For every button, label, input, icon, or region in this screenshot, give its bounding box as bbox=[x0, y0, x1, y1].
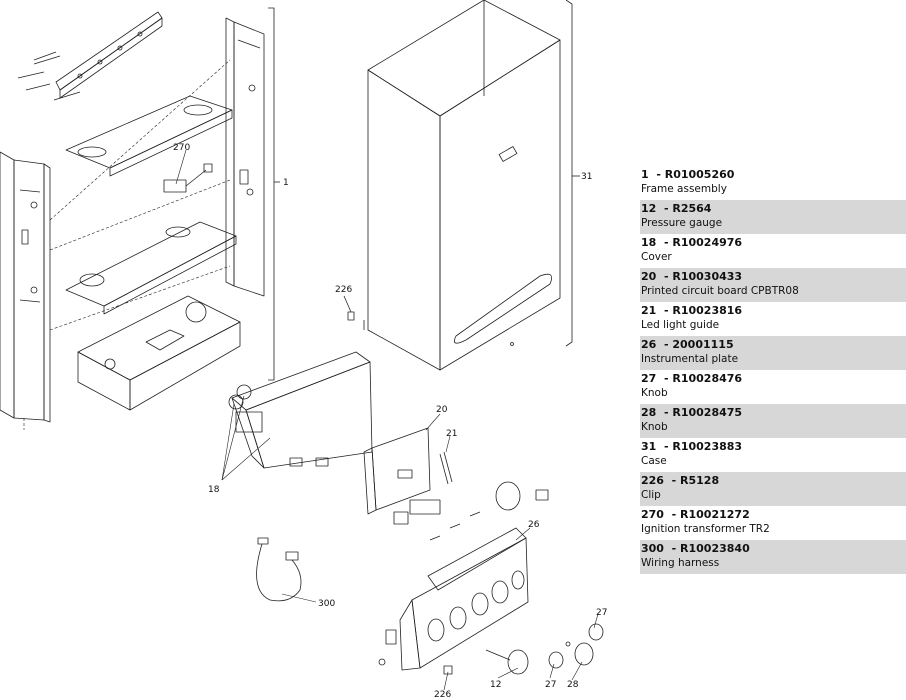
case-bracket bbox=[565, 0, 580, 347]
callout-226-upper: 226 bbox=[335, 285, 352, 295]
callout-27-right: 27 bbox=[596, 608, 607, 618]
part-code: 28 - R10028475 bbox=[641, 406, 743, 419]
part-row: 31 - R10023883 Case bbox=[640, 438, 906, 472]
part-code: 27 - R10028476 bbox=[641, 372, 743, 385]
part-row: 270 - R10021272 Ignition transformer TR2 bbox=[640, 506, 906, 540]
upper-cross-beam bbox=[65, 95, 233, 177]
part-row: 26 - 20001115 Instrumental plate bbox=[640, 336, 906, 370]
part-name: Pressure gauge bbox=[641, 217, 723, 229]
part-name: Knob bbox=[641, 421, 668, 433]
part-code: 26 - 20001115 bbox=[641, 338, 734, 351]
part-row: 20 - R10030433 Printed circuit board CPB… bbox=[640, 268, 906, 302]
mounting-bracket bbox=[55, 11, 163, 99]
part-name: Instrumental plate bbox=[641, 353, 739, 365]
callout-270: 270 bbox=[173, 143, 190, 153]
frame-leader-lines bbox=[23, 59, 231, 430]
part-name: Frame assembly bbox=[641, 183, 727, 195]
part-row: 12 - R2564 Pressure gauge bbox=[640, 200, 906, 234]
led-light-guide bbox=[439, 451, 453, 485]
part-row: 21 - R10023816 Led light guide bbox=[640, 302, 906, 336]
part-name: Wiring harness bbox=[641, 557, 720, 569]
part-name: Cover bbox=[641, 251, 672, 263]
frame-bracket bbox=[268, 7, 280, 381]
part-code: 31 - R10023883 bbox=[641, 440, 743, 453]
callout-20: 20 bbox=[436, 405, 448, 415]
callout-1: 1 bbox=[283, 178, 289, 188]
instrumental-plate bbox=[385, 527, 529, 671]
part-row: 1 - R01005260 Frame assembly bbox=[640, 166, 906, 200]
part-name: Clip bbox=[641, 489, 661, 501]
callout-300: 300 bbox=[318, 599, 335, 609]
callout-18: 18 bbox=[208, 485, 220, 495]
printed-circuit-board bbox=[363, 427, 431, 515]
right-frame-rail bbox=[225, 17, 265, 297]
part-row: 300 - R10023840 Wiring harness bbox=[640, 540, 906, 574]
front-knobs bbox=[485, 623, 604, 675]
lower-cross-beam bbox=[65, 221, 237, 315]
callout-26: 26 bbox=[528, 520, 540, 530]
part-code: 21 - R10023816 bbox=[641, 304, 743, 317]
bottom-frame-plate bbox=[77, 295, 241, 411]
callout-21: 21 bbox=[446, 429, 457, 439]
part-row: 226 - R5128 Clip bbox=[640, 472, 906, 506]
part-name: Case bbox=[641, 455, 667, 467]
part-code: 300 - R10023840 bbox=[641, 542, 750, 555]
clip-lower bbox=[378, 658, 453, 675]
part-code: 226 - R5128 bbox=[641, 474, 720, 487]
callout-226-lower: 226 bbox=[434, 690, 451, 700]
wiring-harness bbox=[256, 537, 302, 602]
cover-knobs bbox=[228, 384, 252, 410]
part-code: 1 - R01005260 bbox=[641, 168, 735, 181]
part-name: Ignition transformer TR2 bbox=[641, 523, 770, 535]
part-row: 18 - R10024976 Cover bbox=[640, 234, 906, 268]
side-round-cover bbox=[495, 481, 549, 511]
exploded-parts-diagram: 1 31 270 226 20 21 18 26 300 27 12 27 28… bbox=[0, 0, 607, 700]
part-name: Led light guide bbox=[641, 319, 720, 331]
left-side-rail bbox=[0, 151, 51, 423]
part-code: 12 - R2564 bbox=[641, 202, 712, 215]
callout-leaders bbox=[175, 149, 599, 691]
wall-plugs bbox=[17, 51, 81, 101]
callout-27-bottom: 27 bbox=[545, 680, 556, 690]
control-box-cover bbox=[231, 351, 373, 469]
part-code: 270 - R10021272 bbox=[641, 508, 750, 521]
part-row: 28 - R10028475 Knob bbox=[640, 404, 906, 438]
part-code: 20 - R10030433 bbox=[641, 270, 743, 283]
callout-31: 31 bbox=[581, 172, 592, 182]
part-name: Printed circuit board CPBTR08 bbox=[641, 285, 799, 297]
parts-list: 1 - R01005260 Frame assembly 12 - R2564 … bbox=[640, 166, 906, 574]
part-code: 18 - R10024976 bbox=[641, 236, 743, 249]
clip-upper bbox=[343, 295, 355, 321]
part-row: 27 - R10028476 Knob bbox=[640, 370, 906, 404]
terminal-connectors bbox=[393, 499, 481, 541]
callout-12: 12 bbox=[490, 680, 501, 690]
part-name: Knob bbox=[641, 387, 668, 399]
ignition-transformer bbox=[163, 163, 213, 193]
boiler-case bbox=[363, 0, 561, 371]
callout-28: 28 bbox=[567, 680, 579, 690]
